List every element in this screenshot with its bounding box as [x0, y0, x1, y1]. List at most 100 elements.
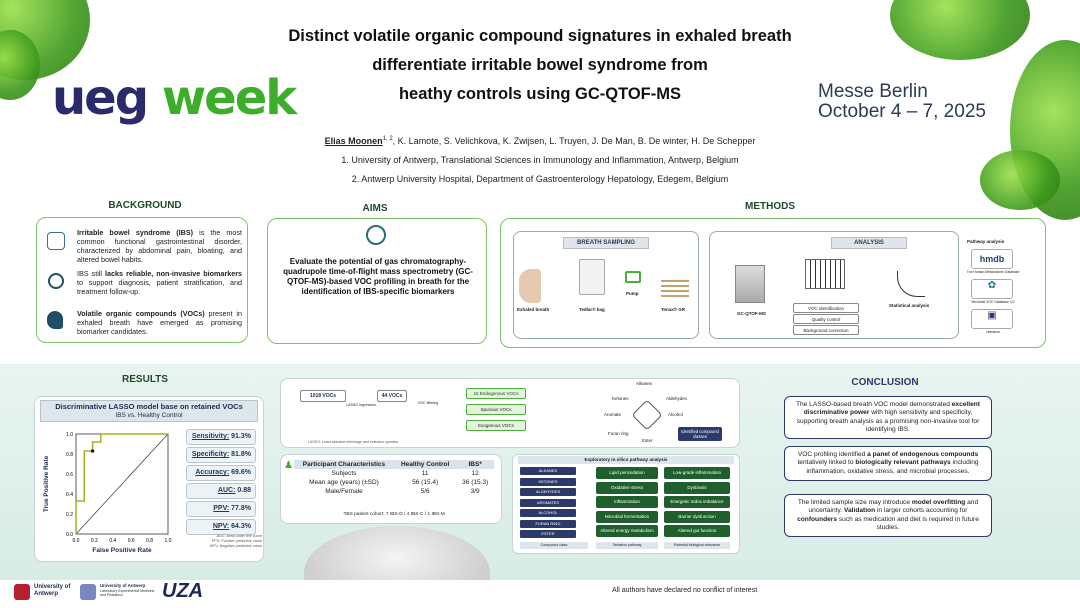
venue-city: Messe Berlin — [818, 81, 928, 102]
gc-qtof-image — [735, 265, 765, 303]
pathway-footer-3: Potential biological relevance — [664, 542, 730, 549]
analysis-panel — [709, 231, 959, 339]
class-ketones: Ketones — [612, 396, 629, 401]
pathway-footer-2: Tentative pathway — [596, 542, 658, 549]
tentative-pathway: Altered energy metabolism — [596, 525, 658, 537]
cohort-note: *IBS patient cohort: 7 IBS-D / 4 IBS-C /… — [343, 512, 445, 517]
background-heading: BACKGROUND — [108, 200, 182, 211]
lasso-label: LASSO regression — [346, 403, 376, 407]
y-tick-label: 0.2 — [66, 512, 73, 518]
step-pump: Pump — [626, 291, 639, 296]
lasso-subtitle: IBS vs. Healthy Control — [115, 412, 183, 419]
x-axis-label: False Positive Rate — [92, 547, 152, 554]
venue-dates: October 4 – 7, 2025 — [818, 101, 986, 122]
uantwerp-label: University of Antwerp — [34, 584, 71, 597]
vocs-1018: 1018 VOCs — [300, 390, 346, 402]
class-aromate: Aromate — [604, 412, 622, 417]
literature-box: ▣ — [971, 309, 1013, 329]
gc-box-voc-identification: VOC identification — [793, 303, 859, 313]
aims-text: Evaluate the potential of gas chromatogr… — [283, 257, 473, 296]
step-tenax: Tenax® GR — [661, 307, 685, 312]
stat-value: 69.6% — [229, 469, 251, 476]
y-tick-label: 0.0 — [66, 532, 73, 538]
lemp-logo-mark — [80, 584, 96, 600]
person-icon: ♟ — [284, 460, 293, 471]
step-exhaled-breath: Exhaled breath — [517, 307, 550, 312]
stat-box: Specificity: 81.8% — [186, 447, 256, 463]
stat-value: 0.88 — [235, 487, 251, 494]
venue: Messe Berlin October 4 – 7, 2025 — [818, 82, 986, 122]
affiliation-2: 2. Antwerp University Hospital, Departme… — [351, 174, 729, 184]
stat-label: Accuracy: — [195, 469, 230, 476]
x-tick-label: 0.0 — [73, 538, 80, 544]
poster-title: Distinct volatile organic compound signa… — [240, 22, 840, 109]
x-tick-label: 0.2 — [91, 538, 98, 544]
lemp-sub: Laboratory Experimental Medicine and Ped… — [100, 589, 155, 598]
uza-logo: UZA — [162, 580, 204, 602]
chromatogram-image — [805, 259, 845, 289]
head-breath-icon — [47, 311, 63, 329]
breath-sampling-label: BREATH SAMPLING — [563, 237, 649, 249]
y-tick-label: 0.8 — [66, 452, 73, 458]
pathway-footer-1: Compound class — [520, 542, 588, 549]
compound-class: AROMATES — [520, 498, 576, 507]
stat-box: Accuracy: 69.6% — [186, 465, 256, 481]
background-paragraph-2: IBS still lacks reliable, non-invasive b… — [77, 269, 242, 296]
author-line: Elias Moonen1, 2, K. Lamote, S. Velichko… — [324, 136, 756, 146]
roc-point — [90, 449, 95, 453]
table-header: IBS* — [456, 460, 494, 469]
pathway-title: Exploratory in silico pathway analysis — [518, 456, 734, 464]
y-tick-label: 0.4 — [66, 492, 73, 498]
breath-sampling-panel — [513, 231, 699, 339]
lasso-title-bar — [40, 400, 258, 422]
biological-relevance: Energetic redox imbalance — [664, 496, 730, 508]
background-paragraph-1: Irritable bowel syndrome (IBS) is the mo… — [77, 228, 242, 264]
intestine-icon — [47, 232, 65, 250]
lemp-label: University of Antwerp — [100, 583, 146, 588]
tedlar-bag-image — [579, 259, 605, 295]
biological-relevance: Dysbiosis — [664, 481, 730, 494]
stat-value: 64.3% — [229, 523, 251, 530]
hmdb-box: hmdb — [971, 249, 1013, 269]
exhaled-breath-image — [519, 269, 541, 303]
y-tick-label: 1.0 — [66, 432, 73, 438]
title-line: heathy controls using GC-QTOF-MS — [398, 85, 682, 103]
class-furan: Furan ring — [608, 431, 629, 436]
spurious-vocs: Spurious VOCs — [466, 404, 526, 415]
identified-classes: Identified compound classes — [678, 427, 722, 441]
y-axis-label: True Positive Rate — [43, 455, 50, 512]
aims-heading: AIMS — [362, 203, 388, 214]
stat-value: 77.8% — [229, 505, 251, 512]
conclusion-box-2: VOC profiling identified a panel of endo… — [784, 446, 992, 481]
analysis-label: ANALYSIS — [831, 237, 907, 249]
conclusion-heading: CONCLUSION — [851, 377, 919, 388]
x-tick-label: 0.4 — [109, 538, 116, 544]
affiliation-1: 1. University of Antwerp, Translational … — [341, 155, 739, 165]
class-ester: Ester — [642, 438, 653, 443]
literature-sub: Literature — [985, 330, 1001, 334]
compound-class: KETONES — [520, 477, 576, 486]
flow-footnote: LASSO: Least absolute shrinkage and sele… — [308, 440, 399, 444]
mvoc-sub: Microbial VOC Database 4.0 — [971, 300, 1015, 304]
compound-class: ALCOHOL — [520, 509, 576, 517]
stat-label: Sensitivity: — [191, 433, 230, 440]
methods-heading: METHODS — [745, 201, 795, 212]
conflict-of-interest: All authors have declared no conflict of… — [612, 587, 758, 594]
footer — [0, 580, 1080, 608]
filter-label: VOC filtering — [417, 401, 439, 405]
table-header: Participant Characteristics — [294, 460, 394, 469]
stat-label: NPV: — [212, 523, 230, 530]
authors-block: Elias Moonen1, 2, K. Lamote, S. Velichko… — [200, 130, 880, 189]
compound-class: ESTER — [520, 530, 576, 538]
class-alkanes: Alkanes — [636, 381, 653, 386]
background-card: Irritable bowel syndrome (IBS) is the mo… — [36, 217, 248, 343]
pump-image — [625, 271, 641, 283]
biological-relevance: Altered gut function — [664, 525, 730, 537]
decor-blob-right2 — [980, 150, 1060, 210]
participant-table: Participant Characteristics Healthy Cont… — [294, 460, 494, 496]
x-tick-label: 0.6 — [128, 538, 135, 544]
stat-box: Sensitivity: 91.3% — [186, 429, 256, 445]
exogenous-vocs: Exogenous VOCs — [466, 420, 526, 431]
